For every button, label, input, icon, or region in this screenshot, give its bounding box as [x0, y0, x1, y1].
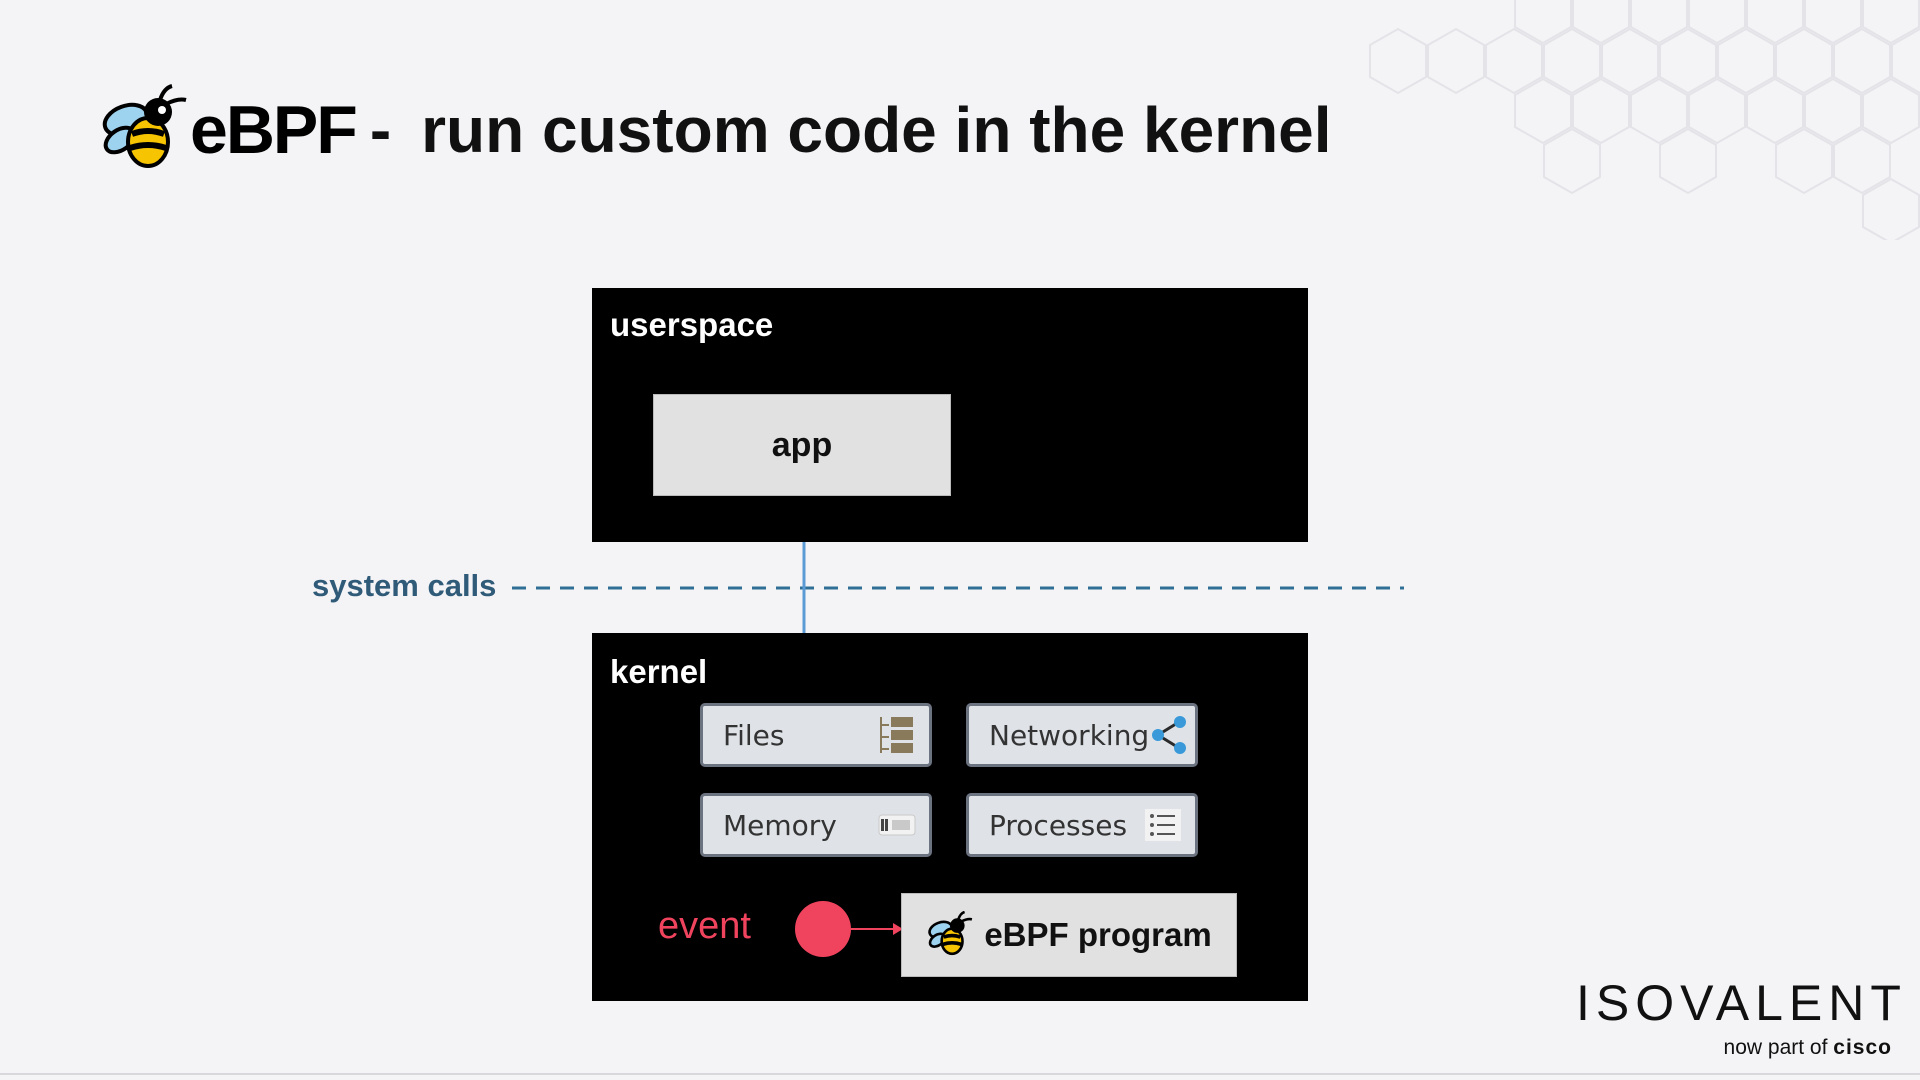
event-dot	[795, 901, 851, 957]
process-list-icon	[1145, 809, 1181, 841]
system-calls-label: system calls	[312, 568, 497, 603]
ebpf-program-label: eBPF program	[984, 916, 1212, 953]
isovalent-logo: ISOVALENT now part of cisco	[1576, 975, 1907, 1060]
files-icon	[880, 717, 913, 753]
kernel-box: kernel Files Networking Memory	[592, 633, 1308, 1001]
kernel-label: kernel	[610, 653, 708, 690]
page-title: run custom code in the kernel	[421, 94, 1332, 166]
memory-chip-icon	[878, 814, 916, 836]
userspace-box: userspace app	[592, 288, 1308, 542]
isovalent-tagline: now part of cisco	[1576, 1036, 1900, 1060]
isovalent-wordmark: ISOVALENT	[1576, 975, 1907, 1031]
userspace-label: userspace	[610, 306, 774, 343]
event-arrow	[851, 923, 903, 935]
cisco-wordmark: cisco	[1833, 1036, 1892, 1059]
memory-label: Memory	[723, 808, 837, 842]
tagline-prefix: now part of	[1723, 1036, 1828, 1059]
title-separator: -	[369, 94, 392, 166]
slide-title: eBPF - run custom code in the kernel	[98, 80, 1332, 180]
ebpf-bee-icon	[102, 84, 187, 168]
networking-label: Networking	[989, 718, 1150, 752]
app-box: app	[653, 394, 951, 496]
networking-subsystem: Networking	[966, 703, 1198, 767]
memory-subsystem: Memory	[700, 793, 932, 857]
processes-subsystem: Processes	[966, 793, 1198, 857]
files-subsystem: Files	[700, 703, 932, 767]
hexagon-pattern-decoration	[1369, 0, 1920, 240]
bottom-divider	[0, 1073, 1920, 1075]
share-icon	[1152, 716, 1187, 754]
ebpf-logo-text: eBPF	[190, 92, 358, 168]
event-label: event	[658, 905, 751, 947]
processes-label: Processes	[989, 808, 1128, 842]
files-label: Files	[723, 718, 785, 752]
ebpf-program-box: eBPF program	[901, 893, 1237, 977]
ebpf-bee-icon	[928, 911, 973, 956]
